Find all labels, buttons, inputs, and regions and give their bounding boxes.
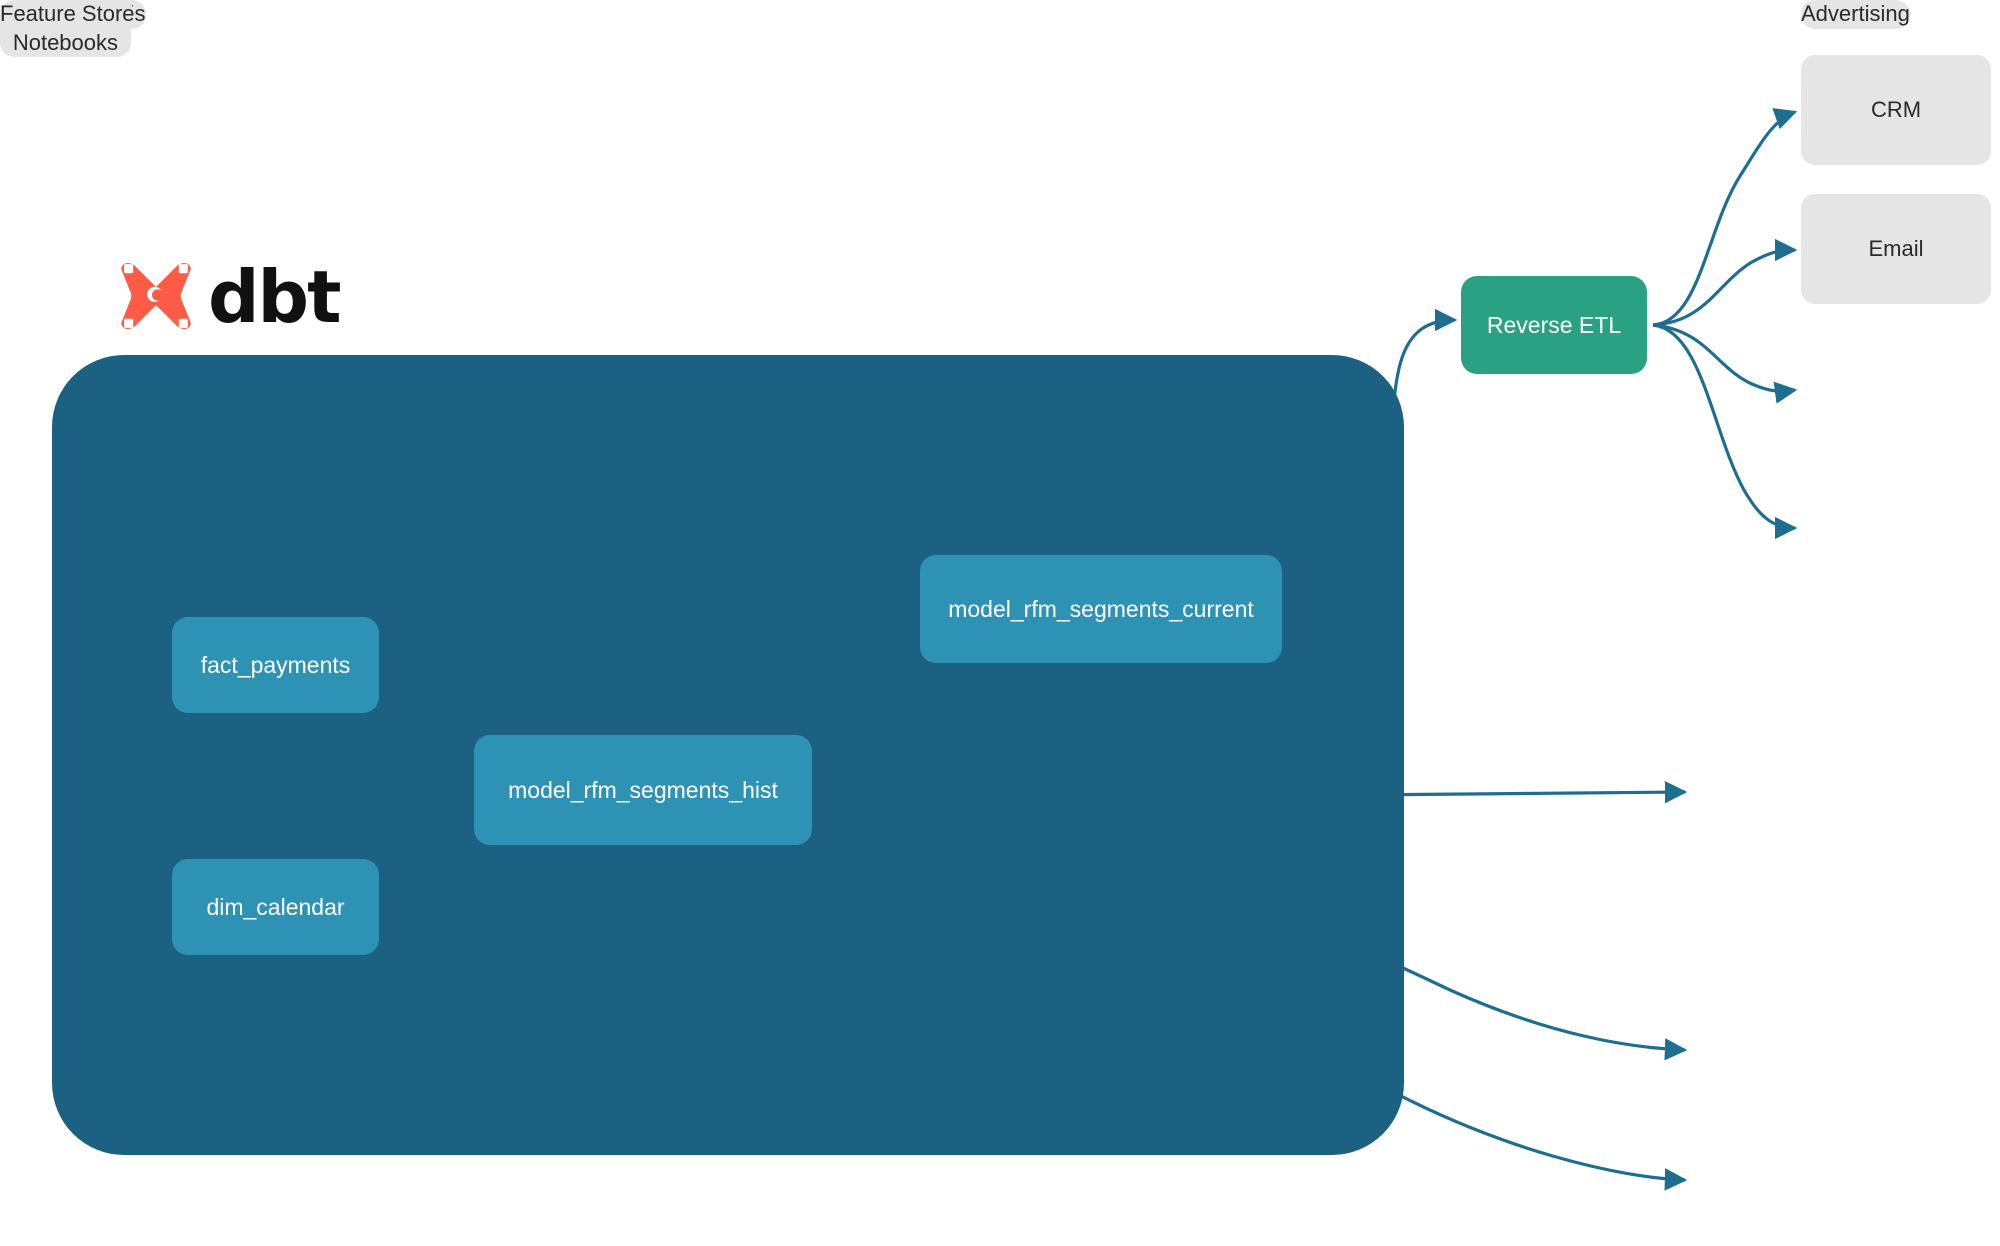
node-fact-payments[interactable]: fact_payments (172, 617, 379, 713)
node-feature-store[interactable]: Feature Store (0, 0, 135, 29)
edge-reverse-etl-to-email (1652, 238, 1798, 327)
node-label: Feature Store (0, 1, 135, 26)
node-label: Email (1868, 235, 1924, 261)
node-model-rfm-segments-hist[interactable]: model_rfm_segments_hist (474, 735, 812, 845)
node-label: model_rfm_segments_hist (508, 776, 778, 803)
node-label-line2: Notebooks (12, 29, 119, 55)
node-reverse-etl[interactable]: Reverse ETL (1461, 276, 1647, 374)
node-label: Advertising (1801, 1, 1910, 26)
node-label: model_rfm_segments_current (948, 595, 1254, 622)
dbt-logo-icon (121, 262, 191, 330)
dbt-logo: dbt (118, 255, 341, 339)
edge-reverse-etl-to-advertising (1652, 323, 1798, 404)
node-email[interactable]: Email (1801, 194, 1991, 304)
edge-reverse-etl-to-crm (1652, 108, 1798, 327)
edge-reverse-etl-to-sms-push (1652, 323, 1798, 540)
node-advertising[interactable]: Advertising (1801, 0, 1910, 29)
node-dim-calendar[interactable]: dim_calendar (172, 859, 379, 955)
node-crm[interactable]: CRM (1801, 55, 1991, 165)
node-model-rfm-segments-current[interactable]: model_rfm_segments_current (920, 555, 1282, 663)
node-label: fact_payments (200, 651, 351, 678)
node-label: Reverse ETL (1486, 311, 1622, 338)
node-label: CRM (1870, 96, 1922, 122)
dbt-wordmark: dbt (208, 255, 341, 339)
node-label: dim_calendar (206, 893, 345, 920)
